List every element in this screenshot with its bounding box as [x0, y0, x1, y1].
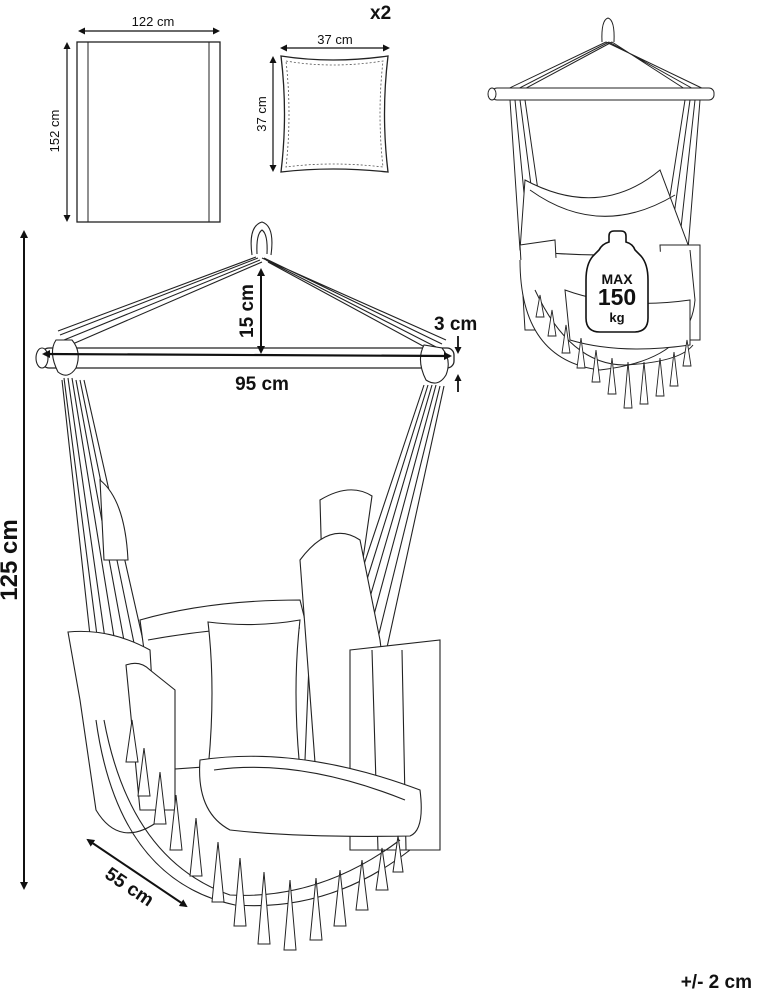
- dimension-arrows: [20, 230, 462, 908]
- blanket-width-label: 122 cm: [132, 14, 175, 29]
- bar-length-label: 95 cm: [235, 374, 289, 395]
- blanket-height-label: 152 cm: [47, 110, 62, 153]
- bar-diameter-label: 3 cm: [434, 314, 477, 335]
- pillow-height-label: 37 cm: [254, 96, 269, 131]
- small-chair-fringe: [535, 294, 692, 409]
- main-chair-drawing: [35, 221, 455, 907]
- weight-badge-max: MAX: [601, 271, 633, 287]
- pillow-quantity-label: x2: [370, 3, 391, 24]
- pillow-drawing: [269, 44, 390, 173]
- weight-badge: [585, 230, 649, 333]
- seat-depth-label: 55 cm: [101, 864, 157, 912]
- weight-badge-unit: kg: [609, 310, 624, 325]
- rope-height-label: 15 cm: [237, 284, 258, 338]
- weight-badge-value: 150: [598, 284, 636, 310]
- blanket-drawing: [63, 27, 221, 223]
- total-height-label: 125 cm: [0, 519, 23, 600]
- tolerance-label: +/- 2 cm: [681, 972, 752, 993]
- pillow-width-label: 37 cm: [317, 32, 352, 47]
